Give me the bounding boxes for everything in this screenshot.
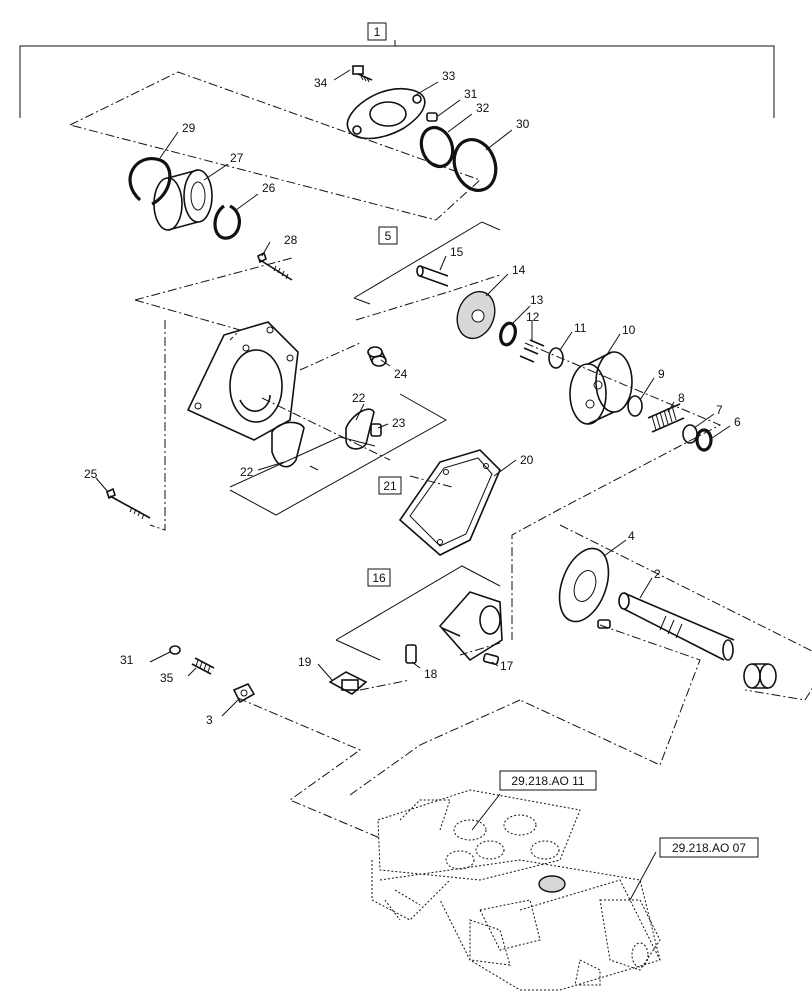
callout-25: 25 [84,467,98,481]
ring-13 [499,321,517,347]
callout-18: 18 [424,667,438,681]
slider-block-19 [328,671,368,695]
callout-box-16[interactable]: 16 [367,568,391,587]
callout-26: 26 [262,181,276,195]
o-ring-32 [419,125,455,169]
callout-3: 3 [206,713,213,727]
assembly-dash-lines [69,71,812,839]
callout-22-right: 22 [352,391,366,405]
bushing-24 [367,346,387,367]
svg-text:16: 16 [372,571,386,585]
callout-32: 32 [476,101,490,115]
screw-35 [191,657,215,675]
svg-text:5: 5 [385,229,392,243]
callout-11: 11 [574,321,587,335]
callout-6: 6 [734,415,741,429]
pump-assembly-illustration [371,789,661,991]
callout-20: 20 [520,453,534,467]
assembly-bracket [19,40,775,118]
svg-text:21: 21 [383,479,397,493]
callout-31-lower: 31 [120,653,134,667]
svg-text:29.218.AO 11: 29.218.AO 11 [511,774,584,788]
callout-31-top: 31 [464,87,478,101]
callout-9: 9 [658,367,665,381]
bearing-27 [153,169,213,231]
callout-29: 29 [182,121,196,135]
pins-12 [519,339,545,363]
group-16 [335,565,503,662]
callout-27: 27 [230,151,244,165]
pin-15 [416,265,449,287]
reference-box-ao07[interactable]: 29.218.AO 07 [659,837,759,858]
cover-plate-3 [232,682,256,704]
stud-28 [257,251,293,281]
callout-10: 10 [622,323,636,337]
callout-box-5[interactable]: 5 [378,226,398,245]
callout-box-1[interactable]: 1 [367,22,387,41]
stud-25 [106,487,151,520]
callout-2: 2 [654,567,661,581]
leader-lines [95,69,731,901]
callout-33: 33 [442,69,456,83]
plug-31-lower [169,645,181,655]
callout-24: 24 [394,367,408,381]
retainer-plate-14 [456,290,496,340]
cylinder-block-10 [569,351,633,425]
bolt-34 [352,65,373,83]
washer-9 [627,395,643,417]
spring-8 [647,403,685,433]
callout-34: 34 [314,76,328,90]
group-5 [353,221,501,305]
callout-35: 35 [160,671,174,685]
callout-12: 12 [526,310,540,324]
shaft-2 [618,592,735,661]
callout-23: 23 [392,416,406,430]
callout-15: 15 [450,245,464,259]
callout-30: 30 [516,117,530,131]
snap-ring-29 [128,157,172,206]
pin-17 [482,652,500,666]
snap-ring-6 [695,428,713,452]
pin-18 [405,644,417,664]
callout-17: 17 [500,659,514,673]
o-ring-30 [452,138,498,192]
callout-8: 8 [678,391,685,405]
washer-11 [548,347,564,369]
pump-housing [186,321,299,441]
reference-box-ao11[interactable]: 29.218.AO 11 [499,770,597,791]
roller-bearing [743,663,777,689]
callout-labels: 34 33 31 32 30 29 27 26 28 15 14 13 12 1… [84,69,741,727]
callout-box-21[interactable]: 21 [378,476,402,495]
callout-4: 4 [628,529,635,543]
gasket-20 [398,449,501,556]
snap-ring-26 [213,204,241,240]
svg-text:29.218.AO 07: 29.218.AO 07 [672,841,746,855]
callout-22-left: 22 [240,465,254,479]
valve-plate-4 [558,547,611,629]
flange-cover-33 [346,87,426,140]
callout-28: 28 [284,233,298,247]
callout-7: 7 [716,403,723,417]
plug-31-top [426,112,438,122]
group-21 [229,393,448,516]
svg-text:1: 1 [374,25,381,39]
callout-13: 13 [530,293,544,307]
callout-14: 14 [512,263,526,277]
callout-19: 19 [298,655,312,669]
